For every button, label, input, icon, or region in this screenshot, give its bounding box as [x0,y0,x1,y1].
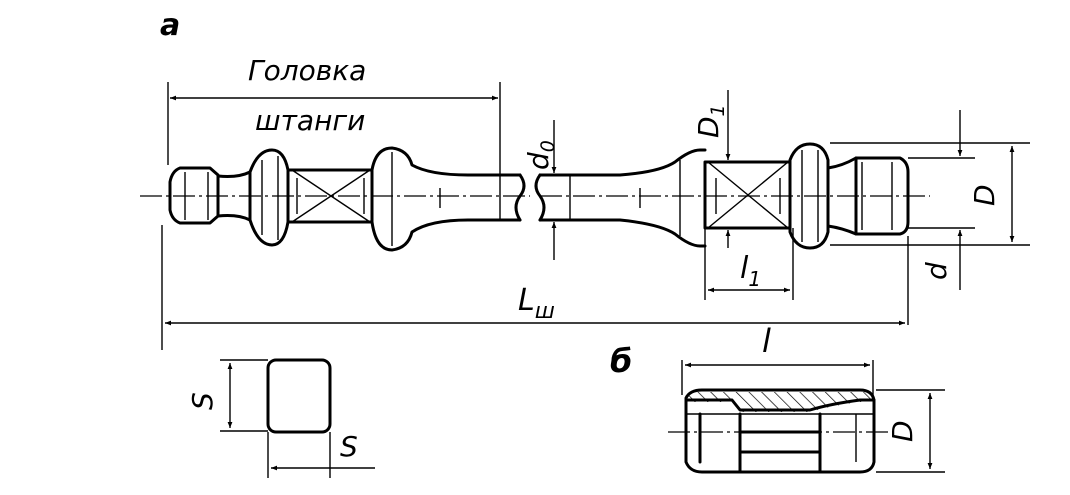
l-coupling-dimension: l [681,322,874,395]
square-section: S S [186,358,375,478]
head-dimension: Головка штанги [167,54,501,175]
l1-label: l [740,251,749,286]
part-a-label: а [160,8,180,43]
coupling [668,388,890,474]
svg-text:l1: l1 [740,251,761,291]
S-horizontal-label: S [340,430,358,463]
left-rod-end [168,146,526,252]
part-b-label: б [610,342,632,380]
head-label-line2: штанги [255,104,365,137]
l1-subscript: 1 [748,267,761,291]
d0-dimension: d0 [522,120,559,260]
right-rod-end [534,142,910,250]
S-vertical-label: S [186,392,219,410]
l1-dimension: l1 [704,228,794,300]
Lsh-dimension: Lш [161,225,909,350]
svg-text:d0: d0 [522,140,559,170]
Lsh-label: L [518,283,535,318]
D1-dimension: D1 [692,90,731,248]
d-dimension: d [908,110,975,290]
d-label: d [920,262,953,280]
D-dimension: D [830,142,1030,246]
D1-subscript: 1 [707,104,729,116]
D-label: D [968,184,1001,206]
d0-label: d [522,152,555,170]
D-coupling-label: D [886,420,919,442]
D-coupling-dimension: D [876,389,945,473]
svg-text:D1: D1 [692,104,729,138]
l-coupling-label: l [762,322,771,360]
head-label-line1: Головка [248,54,366,87]
d0-subscript: 0 [537,140,559,152]
Lsh-subscript: ш [535,299,555,324]
D1-label: D [692,116,725,138]
svg-text:Lш: Lш [518,283,555,324]
